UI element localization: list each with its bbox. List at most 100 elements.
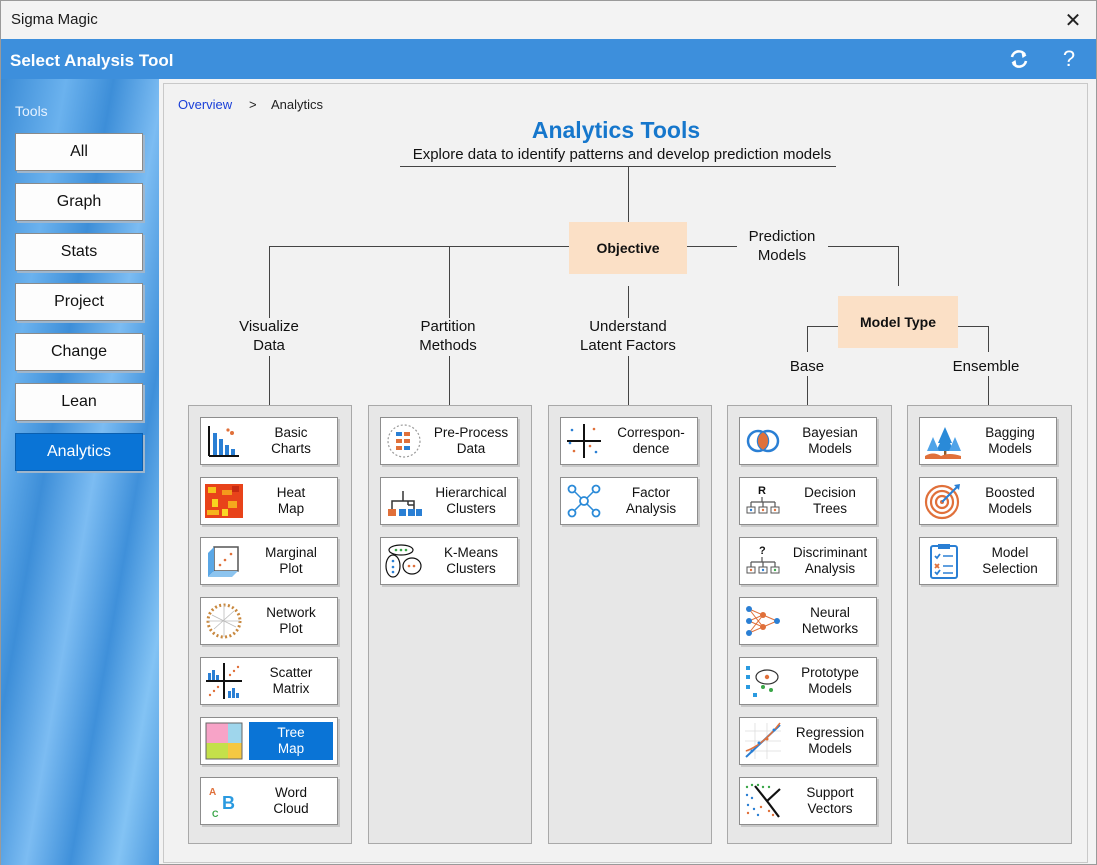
category-label-line2: Data [253,337,285,354]
support-vector-icon [745,783,781,818]
sidebar-item-analytics[interactable]: Analytics [15,433,143,471]
sidebar-item-graph[interactable]: Graph [15,183,143,221]
prediction-models-label: Prediction Models [737,227,827,265]
window-title: Sigma Magic [11,11,98,28]
marginal-plot-icon [208,546,239,577]
breadcrumb-separator: > [249,97,257,112]
help-button[interactable]: ? [1062,46,1076,71]
neural-network-icon [746,606,780,636]
prediction-label-line1: Prediction [748,228,816,245]
close-button[interactable]: ✕ [1064,9,1082,32]
svg-text:A: A [209,787,216,798]
sidebar-item-lean[interactable]: Lean [15,383,143,421]
category-visualize-data: Visualize Data [209,317,329,355]
page-title: Analytics Tools [531,117,701,143]
sidebar-item-project[interactable]: Project [15,283,143,321]
connector-line [449,356,450,405]
factor-network-icon [567,484,601,518]
category-label-line1: Visualize [239,318,299,335]
title-bar: Sigma Magic ✕ [1,1,1096,39]
connector-line [828,246,898,247]
decision-tree-icon: R [746,485,780,514]
regression-icon [745,722,781,759]
connector-line [628,286,629,318]
bar-chart-icon [208,426,239,457]
model-type-node: Model Type [838,296,958,348]
connector-line [687,246,737,247]
correspondence-button[interactable]: Correspon-dence [560,417,698,465]
category-label-line1: Partition [420,318,476,335]
breadcrumb-overview-link[interactable]: Overview [178,97,233,112]
category-label-line2: Methods [419,337,477,354]
sidebar-item-stats[interactable]: Stats [15,233,143,271]
dendrogram-icon [388,491,422,516]
sidebar-item-change[interactable]: Change [15,333,143,371]
bayesian-icon [746,429,780,453]
category-label-line2: Latent Factors [580,337,676,354]
connector-line [957,326,988,327]
correspondence-icon [567,424,601,458]
prediction-label-line2: Models [757,247,807,264]
scatter-matrix-icon [206,663,242,699]
svg-text:?: ? [759,545,766,557]
svg-text:R: R [758,485,766,497]
kmeans-icon [385,544,422,578]
objective-node: Objective [569,222,687,274]
connector-line [988,376,989,405]
connector-line [807,376,808,405]
connector-line [628,356,629,405]
sidebar-item-all[interactable]: All [15,133,143,171]
header-bar: Select Analysis Tool ? [1,39,1096,79]
tool-label: Correspon-dence [617,425,685,456]
refresh-icon [1010,50,1028,68]
target-icon [924,484,960,520]
connector-line [269,246,270,318]
content-area: Overview > Analytics Analytics Tools Exp… [163,83,1088,863]
category-latent-factors: Understand Latent Factors [558,317,698,355]
category-partition-methods: Partition Methods [388,317,508,355]
refresh-button[interactable] [1003,44,1035,74]
sidebar-label: Tools [15,103,48,119]
ensemble-label: Ensemble [952,358,1020,375]
connector-line [898,246,899,286]
category-label-line1: Understand [589,318,667,335]
header-title: Select Analysis Tool [10,51,174,70]
connector-line [807,326,808,352]
